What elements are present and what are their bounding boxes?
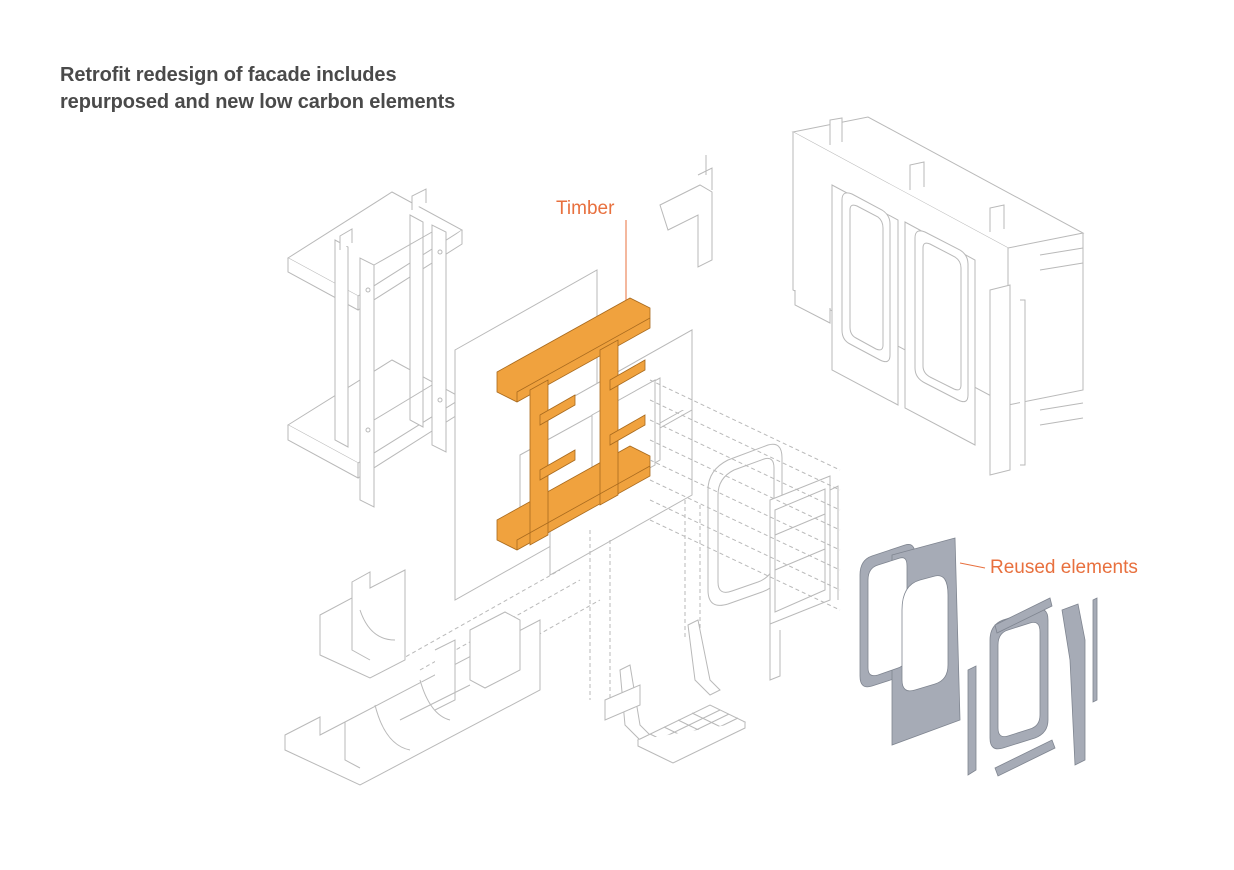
timber-label: Timber	[556, 198, 615, 219]
facade-panel-layers	[454, 269, 693, 601]
timber-frame	[496, 297, 651, 551]
reused-door-openings	[867, 557, 1041, 738]
bracket-detail	[659, 155, 713, 268]
title-line-2: repurposed and new low carbon elements	[60, 91, 456, 113]
diagram-title: Retrofit redesign of facade includes rep…	[60, 62, 455, 116]
title-line-1: Retrofit redesign of facade includes	[60, 64, 397, 86]
existing-facade-right	[791, 116, 1085, 476]
support-brackets	[604, 619, 721, 741]
existing-steel-frame-left	[287, 188, 463, 508]
annotation-leaders	[625, 220, 986, 569]
reused-leader-line	[959, 562, 986, 569]
window-frames	[707, 443, 839, 681]
steel-grille	[636, 704, 747, 764]
frame-profile-pieces	[284, 569, 541, 786]
reused-elements-label: Reused elements	[990, 557, 1138, 578]
